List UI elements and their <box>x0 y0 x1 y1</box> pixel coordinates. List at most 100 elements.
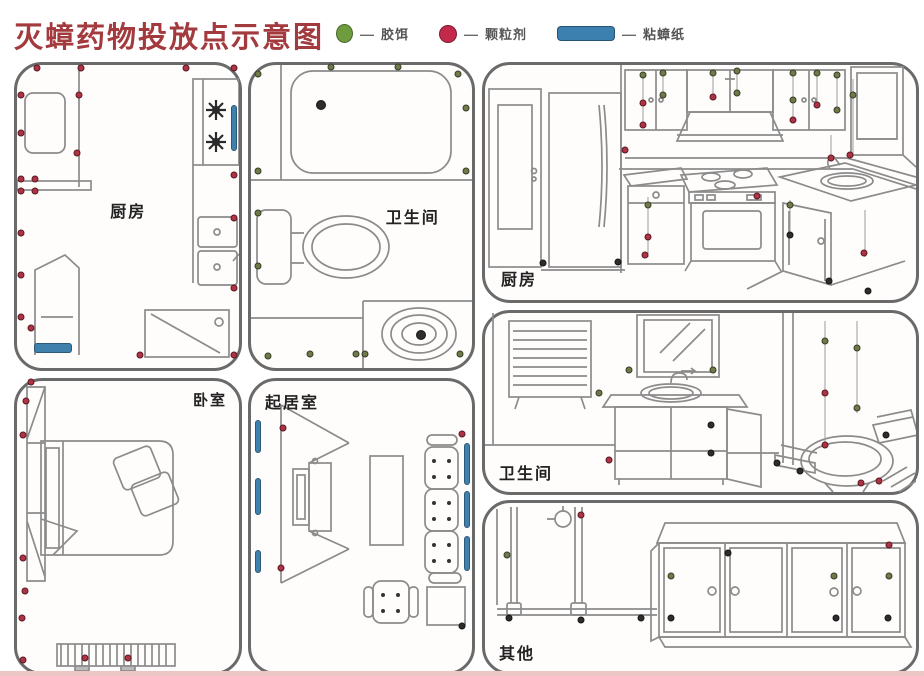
room-label: 卫生间 <box>385 210 440 228</box>
dark-dot-marker <box>864 287 872 295</box>
granule-marker <box>230 64 238 72</box>
granule-marker <box>860 249 868 257</box>
gel-bait-marker <box>644 201 652 209</box>
gel-bait-marker <box>639 71 647 79</box>
granule-marker <box>277 564 285 572</box>
gel-bait-marker <box>462 167 470 175</box>
granule-marker <box>19 656 27 664</box>
gel-bait-marker <box>853 344 861 352</box>
dark-dot-marker <box>577 616 585 624</box>
page-title: 灭蟑药物投放点示意图 <box>14 22 325 54</box>
panel-kitchen-3d: 厨房 <box>482 62 919 303</box>
gel-bait-marker <box>595 389 603 397</box>
dark-dot-marker <box>796 467 804 475</box>
gel-bait-marker <box>821 337 829 345</box>
gel-bait-marker <box>254 209 262 217</box>
livingroom-plan-drawing <box>280 404 466 626</box>
gel-bait-marker <box>327 63 335 70</box>
granule-marker <box>230 171 238 179</box>
gel-bait-marker <box>833 106 841 114</box>
panel-livingroom-plan: 起居室 <box>248 378 475 675</box>
panel-bedroom-plan: 卧室 <box>14 378 242 675</box>
granule-marker <box>17 175 25 183</box>
crop-artifact-strip <box>0 671 924 676</box>
dark-dot-marker <box>614 258 622 266</box>
granule-marker <box>846 151 854 159</box>
granule-marker <box>31 175 39 183</box>
gel-bait-marker <box>789 69 797 77</box>
dark-dot-marker <box>707 421 715 429</box>
gel-bait-marker <box>361 350 369 358</box>
granule-marker <box>17 129 25 137</box>
gel-bait-marker <box>885 572 893 580</box>
dark-dot-marker <box>707 449 715 457</box>
gel-bait-marker <box>830 572 838 580</box>
granule-marker <box>230 214 238 222</box>
granule-marker <box>639 121 647 129</box>
granule-marker <box>885 541 893 549</box>
granule-marker <box>709 93 717 101</box>
dark-dot-marker <box>539 259 547 267</box>
granule-marker <box>605 456 613 464</box>
gel-bait-marker <box>813 69 821 77</box>
legend: — 胶饵 — 颗粒剂 — 粘蟑纸 <box>336 24 685 43</box>
granule-marker <box>77 64 85 72</box>
gel-bait-marker <box>709 69 717 77</box>
sticky-trap-marker <box>254 477 261 515</box>
room-label: 卧室 <box>192 392 227 409</box>
granule-marker <box>577 511 585 519</box>
gel-bait-icon <box>336 24 353 43</box>
panel-bathroom-3d: 卫生间 <box>482 310 919 495</box>
gel-bait-marker <box>849 91 857 99</box>
dark-dot-marker <box>458 622 466 630</box>
dark-dot-marker <box>773 459 781 467</box>
dark-dot-marker <box>786 231 794 239</box>
dark-dot-marker <box>316 99 327 110</box>
dark-dot-marker <box>832 614 840 622</box>
legend-dash: — <box>360 25 374 42</box>
granule-marker <box>19 554 27 562</box>
granule-marker <box>230 284 238 292</box>
gel-bait-marker <box>786 201 794 209</box>
gel-bait-marker <box>625 366 633 374</box>
granule-marker <box>230 351 238 359</box>
room-label: 起居室 <box>265 395 320 412</box>
granule-marker <box>821 389 829 397</box>
granule-marker <box>27 378 35 386</box>
sticky-trap-icon <box>557 26 616 41</box>
gel-bait-marker <box>352 350 360 358</box>
gel-bait-marker <box>659 91 667 99</box>
granule-marker <box>17 187 25 195</box>
sticky-trap-marker <box>254 419 261 453</box>
room-label: 卫生间 <box>499 466 554 483</box>
legend-label: 粘蟑纸 <box>643 27 686 42</box>
granule-marker <box>641 251 649 259</box>
granule-marker <box>73 149 81 157</box>
granule-marker <box>124 654 132 662</box>
legend-item-granule: — 颗粒剂 <box>439 24 527 43</box>
granule-marker <box>21 587 29 595</box>
dark-dot-marker <box>724 549 732 557</box>
gel-bait-marker <box>254 167 262 175</box>
granule-marker <box>17 271 25 279</box>
dark-dot-marker <box>667 614 675 622</box>
legend-dash: — <box>622 25 637 42</box>
dark-dot-marker <box>637 614 645 622</box>
granule-icon <box>439 24 458 43</box>
granule-marker <box>75 91 83 99</box>
gel-bait-marker <box>733 89 741 97</box>
gel-bait-marker <box>853 404 861 412</box>
dark-dot-marker <box>884 614 892 622</box>
granule-marker <box>857 479 865 487</box>
granule-marker <box>827 154 835 162</box>
granule-marker <box>621 146 629 154</box>
bedroom-plan-drawing <box>26 386 180 672</box>
granule-marker <box>789 116 797 124</box>
room-label: 其他 <box>499 646 536 663</box>
room-label: 厨房 <box>501 272 538 289</box>
legend-label: 颗粒剂 <box>485 27 528 42</box>
legend-item-gel: — 胶饵 <box>336 24 409 43</box>
granule-marker <box>17 91 25 99</box>
granule-marker <box>639 99 647 107</box>
sticky-trap-marker <box>464 442 470 485</box>
